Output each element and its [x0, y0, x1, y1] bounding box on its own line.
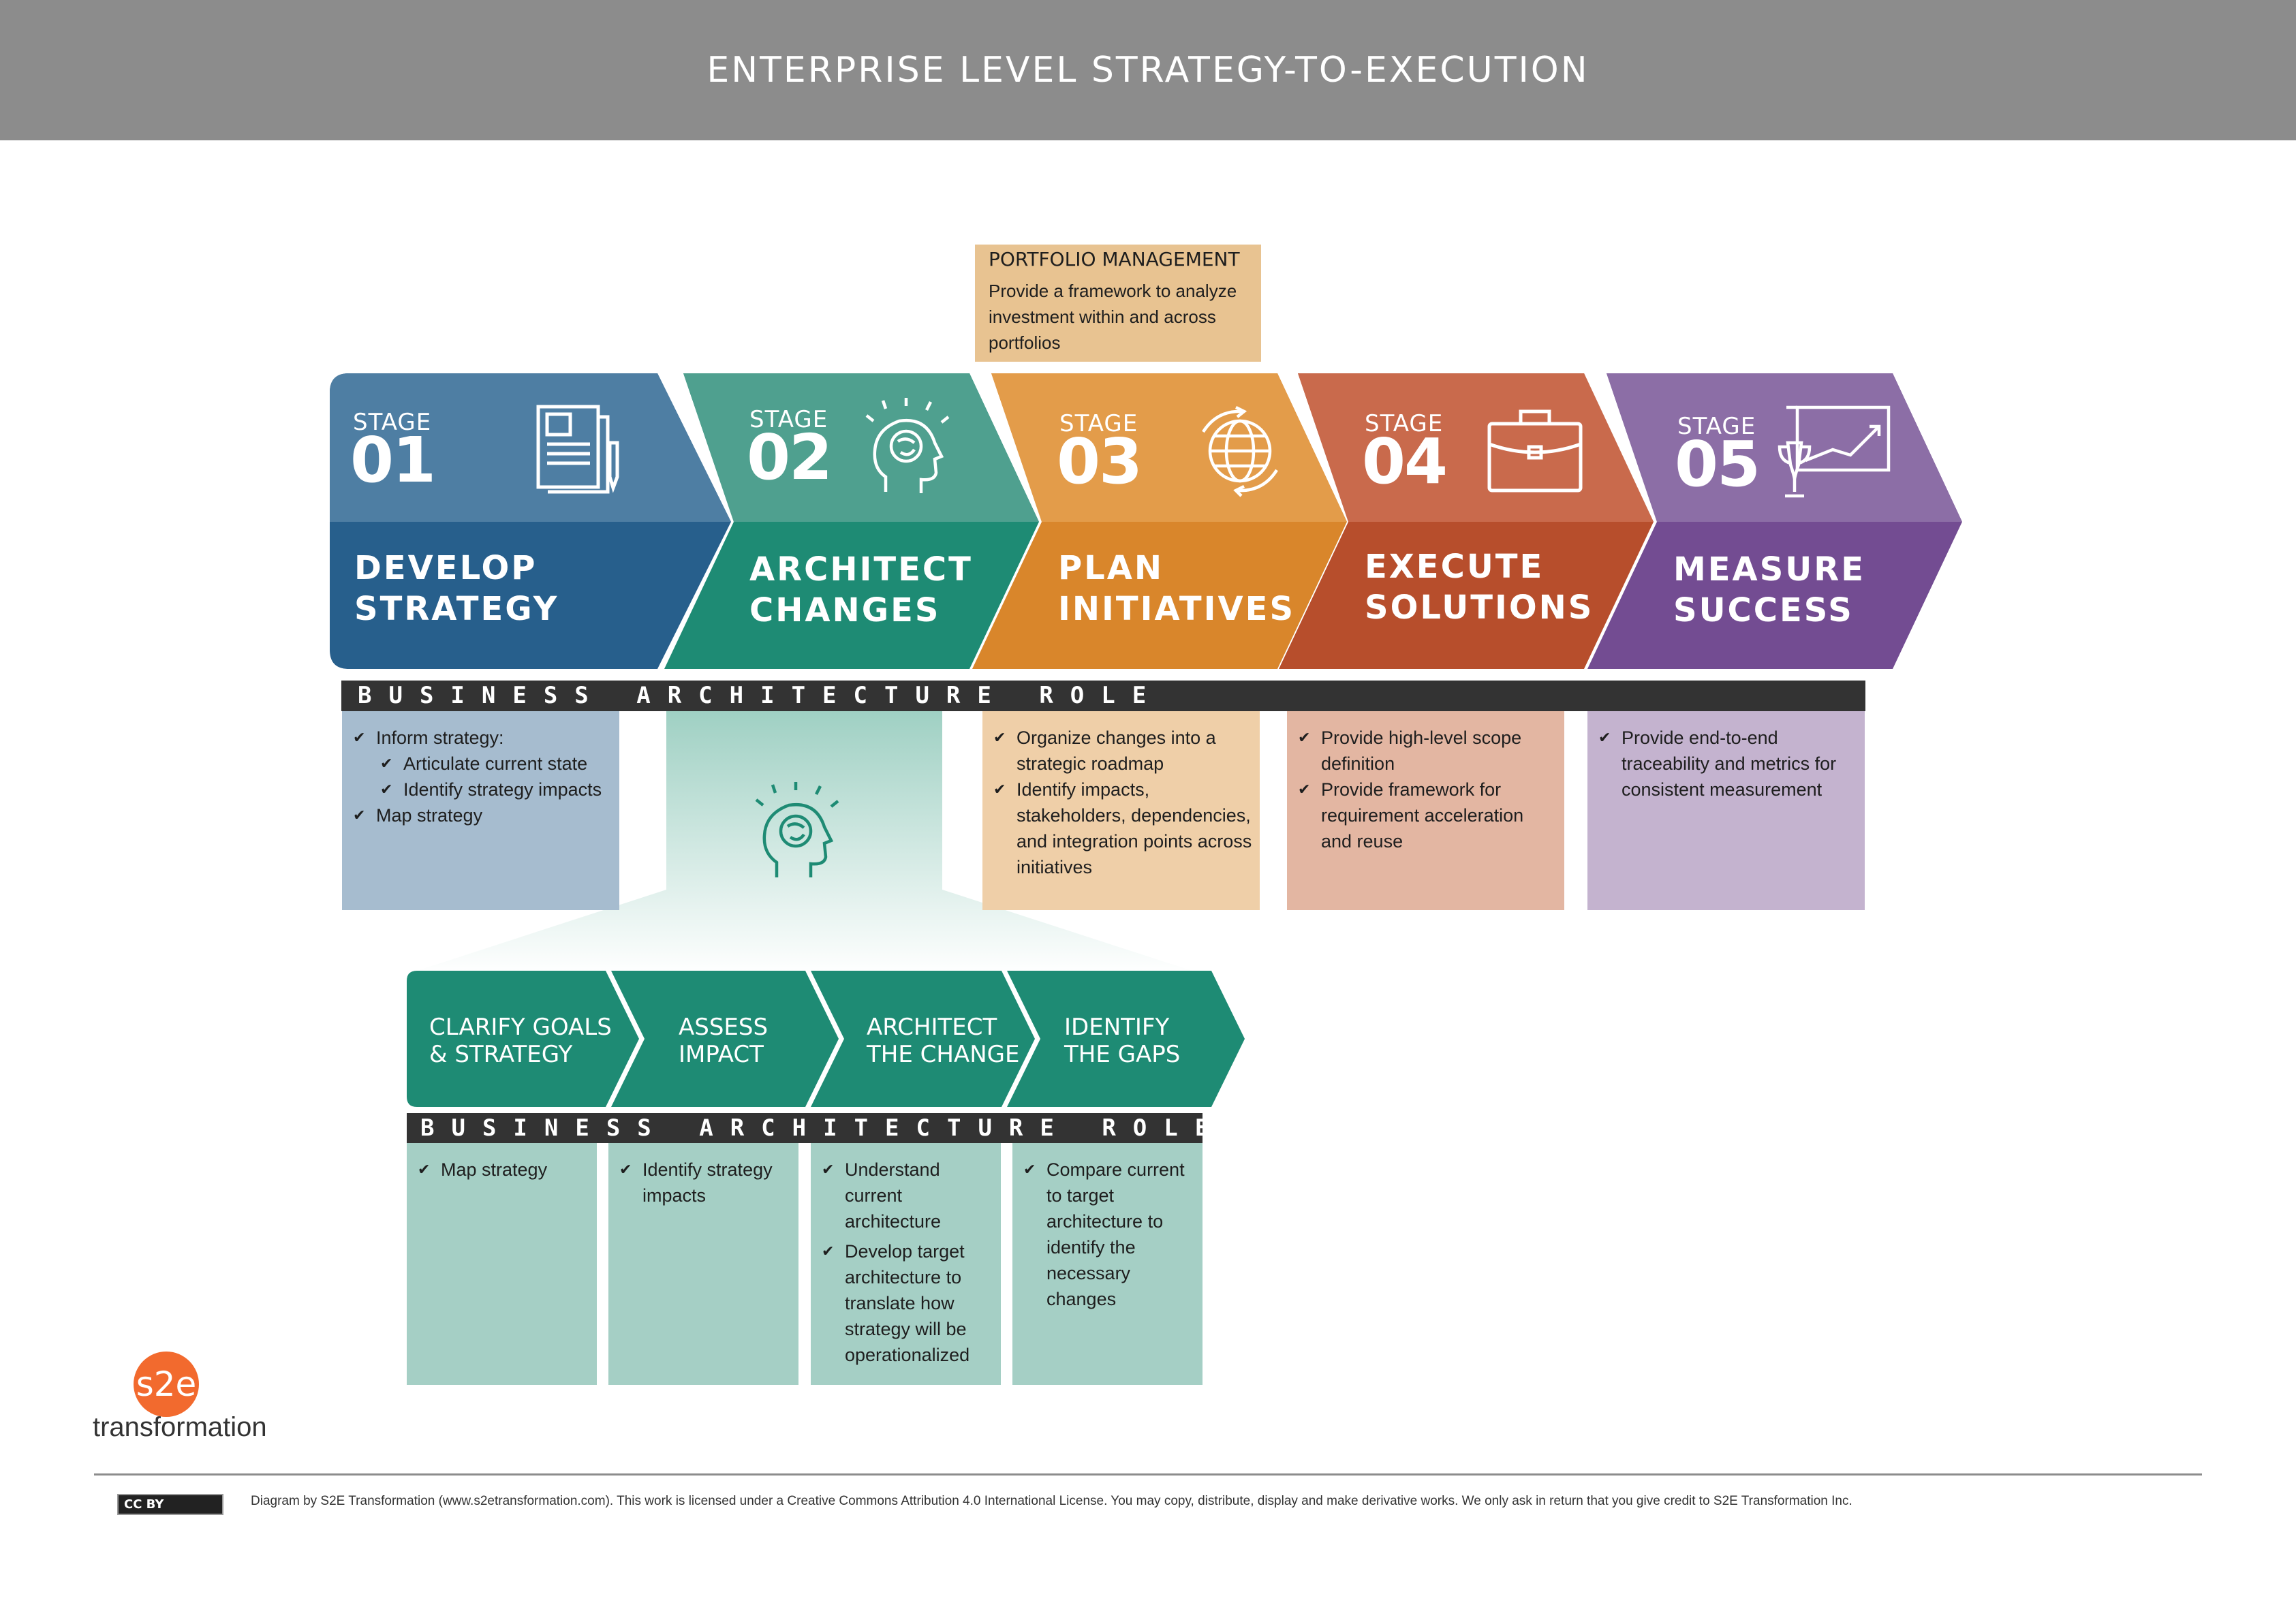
stage-3-label: STAGE	[1059, 410, 1138, 437]
substep-3-chevron	[811, 971, 1035, 1107]
portfolio-management-title: PORTFOLIO MANAGEMENT	[989, 248, 1240, 270]
stage-4-number: 04	[1362, 425, 1448, 498]
page-title: ENTERPRISE LEVEL STRATEGY-TO-EXECUTION	[707, 50, 1589, 91]
stage-5-name-line1: MEASURE	[1673, 550, 1865, 589]
stage-3-role-box: Organize changes into a strategic roadma…	[982, 711, 1260, 910]
stage-1-number: 01	[350, 424, 436, 497]
list-item: Identify impacts, stakeholders, dependen…	[989, 777, 1253, 880]
substep-2-name-line2: IMPACT	[679, 1041, 764, 1068]
stage-5-number: 05	[1675, 428, 1760, 501]
substep-3-role-box: Understand current architecture Develop …	[811, 1143, 1001, 1385]
stage-4-name-line2: SOLUTIONS	[1365, 589, 1594, 627]
business-architecture-role-bar-2: BUSINESS ARCHITECTURE ROLE	[407, 1113, 1203, 1143]
s2e-logo-icon	[134, 1352, 199, 1417]
substep-1-name-line1: CLARIFY GOALS	[429, 1014, 612, 1041]
list-item: Understand current architecture	[818, 1157, 994, 1234]
stage-5-label: STAGE	[1677, 413, 1756, 440]
stage-3-name-line1: PLAN	[1058, 549, 1164, 587]
stage-2-label: STAGE	[749, 406, 828, 433]
creative-commons-badge-icon	[117, 1494, 223, 1515]
stage-1-label: STAGE	[353, 409, 432, 436]
business-architecture-role-bar: BUSINESS ARCHITECTURE ROLE	[341, 681, 1865, 711]
list-item: Organize changes into a strategic roadma…	[989, 725, 1253, 777]
substep-2-chevron	[611, 971, 839, 1107]
s2e-logo-mark: s2e	[136, 1364, 197, 1404]
substep-3-name-line2: THE CHANGE	[867, 1041, 1020, 1068]
stage-2-name-line1: ARCHITECT	[749, 550, 973, 589]
stage-5-name-line2: SUCCESS	[1673, 591, 1854, 629]
footer-license-text: Diagram by S2E Transformation (www.s2etr…	[251, 1494, 1852, 1508]
substep-1-name-line2: & STRATEGY	[429, 1041, 573, 1068]
footer-divider	[94, 1473, 2202, 1475]
brain-head-icon	[865, 398, 950, 493]
substep-4-role-box: Compare current to target architecture t…	[1012, 1143, 1203, 1385]
stage-2-chevron	[664, 373, 1039, 669]
portfolio-management-text: Provide a framework to analyze investmen…	[989, 281, 1237, 353]
substep-3-name-line1: ARCHITECT	[867, 1014, 997, 1041]
stage-5-role-box: Provide end-to-end traceability and metr…	[1587, 711, 1865, 910]
substep-1-role-box: Map strategy	[407, 1143, 597, 1385]
stage-3-name-line2: INITIATIVES	[1058, 590, 1296, 628]
list-item: Inform strategy:	[349, 725, 612, 751]
business-architecture-brain-icon	[755, 782, 839, 877]
stage-4-role-box: Provide high-level scope definition Prov…	[1287, 711, 1564, 910]
creative-commons-badge-label: CC BY	[124, 1497, 164, 1512]
header-bar	[0, 0, 2296, 140]
substep-4-name-line1: IDENTIFY	[1064, 1014, 1170, 1041]
document-icon	[536, 405, 619, 494]
list-item: Compare current to target architecture t…	[1019, 1157, 1196, 1312]
list-item: Identify strategy impacts	[615, 1157, 792, 1208]
stage-1-role-box: Inform strategy: Articulate current stat…	[342, 711, 619, 910]
substep-4-chevron	[1007, 971, 1245, 1107]
substep-2-name-line1: ASSESS	[679, 1014, 769, 1041]
stage-4-label: STAGE	[1365, 410, 1444, 437]
stage-2-name-line2: CHANGES	[749, 591, 941, 629]
substep-4-name-line2: THE GAPS	[1064, 1041, 1181, 1068]
trophy-chart-icon	[1778, 405, 1891, 498]
substep-1-chevron	[407, 971, 639, 1107]
portfolio-management-box	[975, 245, 1261, 362]
briefcase-icon	[1487, 409, 1583, 493]
list-item: Map strategy	[349, 802, 612, 828]
stage-1-name-line1: DEVELOP	[354, 549, 538, 587]
list-item: Map strategy	[414, 1157, 590, 1183]
list-item: Articulate current state	[349, 751, 612, 777]
stage-1-name-line2: STRATEGY	[354, 590, 559, 628]
stage-4-chevron	[1279, 373, 1654, 669]
list-item: Identify strategy impacts	[349, 777, 612, 802]
stage-1-chevron	[330, 373, 731, 669]
list-item: Provide end-to-end traceability and metr…	[1594, 725, 1858, 802]
s2e-logo-text: transformation	[93, 1412, 267, 1442]
stage-2-number: 02	[747, 421, 833, 494]
globe-icon	[1202, 405, 1278, 497]
list-item: Develop target architecture to translate…	[818, 1238, 994, 1368]
list-item: Provide framework for requirement accele…	[1294, 777, 1557, 854]
list-item: Provide high-level scope definition	[1294, 725, 1557, 777]
substep-2-role-box: Identify strategy impacts	[608, 1143, 798, 1385]
stage-4-name-line1: EXECUTE	[1365, 548, 1545, 586]
stage-3-number: 03	[1057, 425, 1143, 498]
